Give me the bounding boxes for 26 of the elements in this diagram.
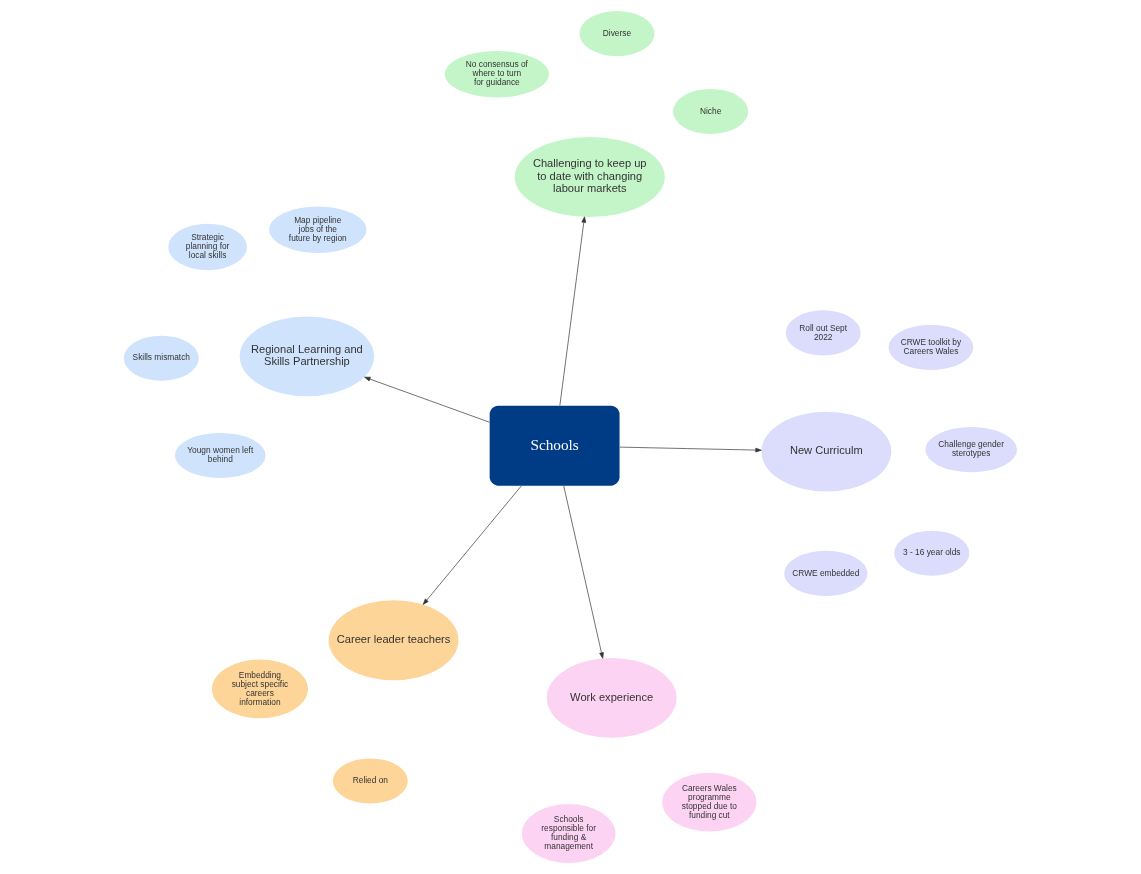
- arrow: [559, 216, 587, 406]
- node-ellipse: Regional Learning and Skills Partnership: [239, 316, 375, 397]
- node-ellipse: Diverse: [579, 11, 655, 57]
- node-ellipse: Challenging to keep up to date with changing labour markets: [514, 137, 665, 217]
- node-ellipse: CRWE toolkit by Careers Wales: [888, 324, 974, 370]
- node-ellipse: Work experience: [546, 657, 677, 738]
- node-ellipse: Challenge gender sterotypes: [925, 427, 1018, 473]
- node-ellipse: Relied on: [332, 758, 408, 804]
- node-ellipse: Yougn women left behind: [174, 432, 266, 479]
- arrow: [364, 376, 490, 423]
- node-ellipse: Skills mismatch: [123, 335, 199, 381]
- node-ellipse: CRWE embedded: [784, 550, 868, 596]
- arrow: [619, 446, 762, 453]
- node-ellipse: 3 - 16 year olds: [894, 530, 970, 576]
- node-ellipse: Embedding subject specific careers information: [211, 659, 308, 719]
- node-ellipse: Niche: [673, 88, 749, 135]
- arrow: [422, 485, 522, 605]
- node-ellipse: No consensus of where to turn for guidance: [444, 50, 549, 98]
- node-ellipse: New Curriculm: [761, 411, 892, 492]
- node-ellipse: Roll out Sept 2022: [785, 310, 861, 356]
- node-box: Schools: [489, 405, 620, 486]
- node-ellipse: Strategic planning for local skills: [168, 223, 247, 271]
- arrow: [563, 485, 604, 659]
- node-ellipse: Careers Wales programme stopped due to funding cut: [662, 772, 757, 832]
- node-ellipse: Schools responsible for funding & management: [521, 804, 616, 863]
- node-ellipse: Map pipeline jobs of the future by region: [269, 206, 367, 253]
